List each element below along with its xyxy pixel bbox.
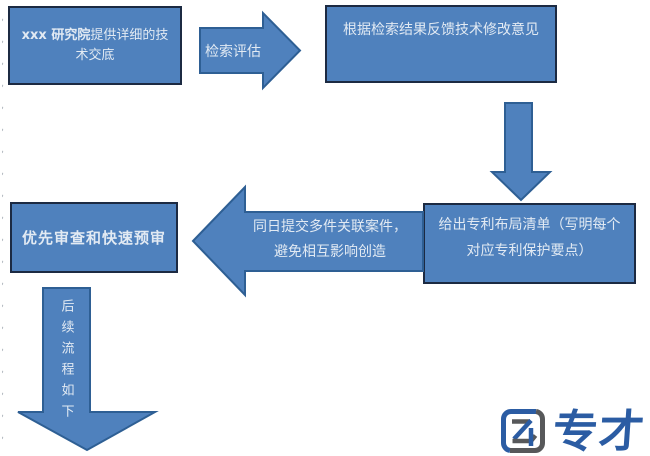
edge-mark: , bbox=[0, 408, 5, 420]
logo: 专才 bbox=[500, 404, 647, 456]
edge-mark: , bbox=[0, 386, 5, 398]
edge-mark: , bbox=[0, 276, 5, 288]
node-feedback-modification: 根据检索结果反馈技术修改意见 bbox=[325, 5, 557, 83]
node-priority-examination: 优先审查和快速预审 bbox=[10, 202, 178, 273]
node-patent-layout-list-label: 给出专利布局清单（写明每个对应专利保护要点） bbox=[438, 217, 621, 259]
edge-mark: , bbox=[0, 188, 5, 200]
edge-mark: , bbox=[0, 364, 5, 376]
edge-mark: , bbox=[0, 12, 5, 24]
node-priority-examination-label: 优先审查和快速预审 bbox=[21, 229, 166, 247]
node-feedback-modification-label: 根据检索结果反馈技术修改意见 bbox=[343, 22, 539, 38]
edge-mark: , bbox=[0, 320, 5, 332]
edge-mark: , bbox=[0, 166, 5, 178]
edge-mark: , bbox=[0, 210, 5, 222]
edge-mark: , bbox=[0, 144, 5, 156]
edge-mark: , bbox=[0, 232, 5, 244]
edge-mark: , bbox=[0, 298, 5, 310]
edge-mark: , bbox=[0, 78, 5, 90]
arrow-label-same-day-filing: 同日提交多件关联案件，避免相互影响创造 bbox=[253, 218, 407, 260]
node-technical-disclosure: xxx 研究院提供详细的技术交底 bbox=[8, 6, 182, 85]
node-technical-disclosure-label-bold: xxx 研究院 bbox=[21, 28, 91, 43]
node-technical-disclosure-label-rest: 提供详细的技术交底 bbox=[75, 28, 169, 63]
edge-mark: , bbox=[0, 122, 5, 134]
right-arrow-icon bbox=[199, 10, 302, 91]
down-arrow-followup-icon bbox=[17, 287, 159, 452]
arrow-label-search-evaluation: 检索评估 bbox=[205, 43, 261, 60]
edge-marks: ,,,,,,,,,,,,,,,,,,,, bbox=[0, 0, 8, 456]
logo-text: 专才 bbox=[551, 404, 647, 456]
edge-mark: , bbox=[0, 56, 5, 68]
edge-mark: , bbox=[0, 34, 5, 46]
node-patent-layout-list: 给出专利布局清单（写明每个对应专利保护要点） bbox=[423, 203, 636, 284]
edge-mark: , bbox=[0, 430, 5, 442]
edge-mark: , bbox=[0, 342, 5, 354]
left-arrow-icon bbox=[191, 184, 424, 298]
logo-icon bbox=[501, 409, 546, 453]
down-arrow-icon bbox=[489, 102, 553, 202]
edge-mark: , bbox=[0, 254, 5, 266]
node-technical-disclosure-label: xxx 研究院提供详细的技术交底 bbox=[10, 26, 180, 65]
edge-mark: , bbox=[0, 100, 5, 112]
arrow-label-followup-process: 后续流程如下 bbox=[58, 299, 74, 425]
